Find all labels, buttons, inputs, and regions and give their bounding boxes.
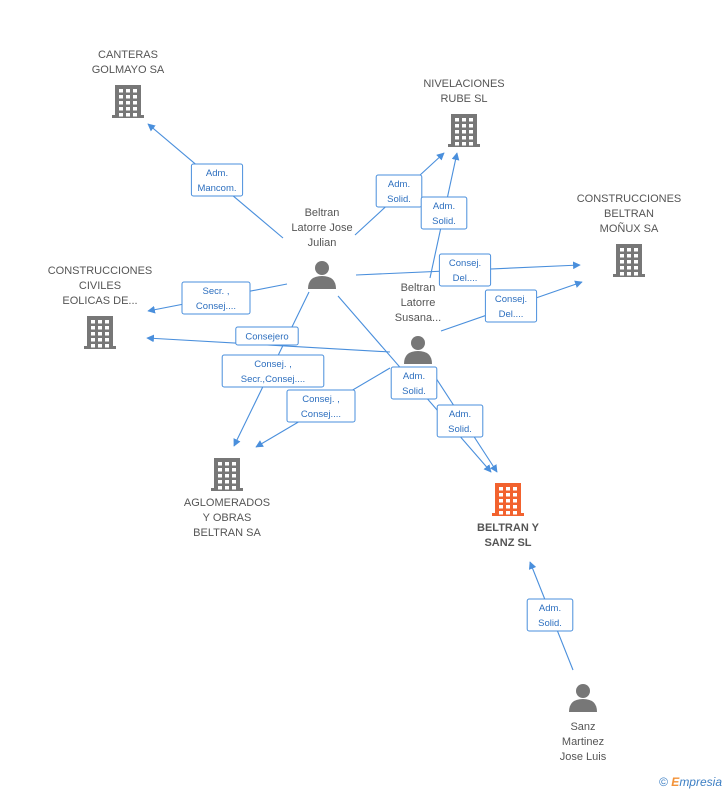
building-icon xyxy=(84,316,116,349)
building-icon xyxy=(448,114,480,147)
edge-label-box xyxy=(235,326,299,346)
edge-label-box xyxy=(436,404,484,438)
edge-label[interactable]: Adm. Solid. xyxy=(420,196,468,230)
node-label: BELTRAN xyxy=(604,208,654,220)
node-label: Susana... xyxy=(395,312,441,324)
edge-label[interactable]: Consej. Del.... xyxy=(484,289,538,323)
node-canteras[interactable]: CANTERAS GOLMAYO SA xyxy=(92,49,165,118)
building-icon xyxy=(613,244,645,277)
node-label: MOÑUX SA xyxy=(600,222,659,235)
edge-label-box xyxy=(286,389,356,423)
edge-label[interactable]: Consej. , Secr.,Consej.... xyxy=(221,354,325,388)
edge-label[interactable]: Consejero xyxy=(235,326,299,346)
node-label: CIVILES xyxy=(79,280,121,292)
edge-label-box xyxy=(190,163,244,197)
node-label: Beltran xyxy=(401,282,436,294)
edge-label[interactable]: Adm. Mancom. xyxy=(190,163,244,197)
edge-label-text: Consej. xyxy=(449,258,481,269)
edge-label-box xyxy=(375,174,423,208)
node-label: Julian xyxy=(308,237,337,249)
edge-label-text: Mancom. xyxy=(197,183,236,194)
person-icon xyxy=(569,684,597,712)
edge-label-text: Solid. xyxy=(432,216,456,227)
brand-initial: E xyxy=(671,775,680,789)
edge-label[interactable]: Adm. Solid. xyxy=(436,404,484,438)
edge-label-text: Secr. , xyxy=(203,286,230,297)
node-construcciones_civiles[interactable]: CONSTRUCCIONES CIVILES EOLICAS DE... xyxy=(48,265,153,349)
node-label: EOLICAS DE... xyxy=(62,295,137,307)
edge-label-text: Del.... xyxy=(453,273,478,284)
edge-label-text: Consej.... xyxy=(301,409,341,420)
building-icon xyxy=(112,85,144,118)
node-label: BELTRAN Y xyxy=(477,522,540,534)
edge-label-text: Solid. xyxy=(538,618,562,629)
node-label: BELTRAN SA xyxy=(193,527,261,539)
edges-layer xyxy=(146,123,583,671)
edge-label-text: Adm. xyxy=(388,179,410,190)
edge-label[interactable]: Consej. Del.... xyxy=(438,253,492,287)
person-icon xyxy=(404,336,432,364)
edge-label[interactable]: Secr. , Consej.... xyxy=(181,281,251,315)
edge-label-box xyxy=(221,354,325,388)
node-label: CONSTRUCCIONES xyxy=(48,265,153,277)
edge-label-text: Solid. xyxy=(387,194,411,205)
node-aglomerados[interactable]: AGLOMERADOS Y OBRAS BELTRAN SA xyxy=(184,458,270,539)
node-label: Latorre xyxy=(401,297,436,309)
node-label: Latorre Jose xyxy=(291,222,352,234)
edge-label-text: Adm. xyxy=(539,603,561,614)
node-label: Sanz xyxy=(570,721,595,733)
edge-label-text: Solid. xyxy=(402,386,426,397)
edge-label-box xyxy=(390,366,438,400)
edge-label-text: Consej.... xyxy=(196,301,236,312)
node-susana[interactable]: BeltranLatorreSusana... xyxy=(395,282,441,364)
node-construcciones_beltran[interactable]: CONSTRUCCIONES BELTRAN MOÑUX SA xyxy=(577,193,682,277)
edge-label-text: Del.... xyxy=(499,309,524,320)
edge-label-box xyxy=(420,196,468,230)
node-label: Martinez xyxy=(562,736,604,748)
node-beltran_y_sanz[interactable]: BELTRAN Y SANZ SL xyxy=(477,483,540,549)
edge-label-box xyxy=(438,253,492,287)
edge-label-box xyxy=(526,598,574,632)
node-label: CANTERAS xyxy=(98,49,158,61)
node-label: CONSTRUCCIONES xyxy=(577,193,682,205)
copyright-footer: © Empresia xyxy=(659,775,722,789)
edge-label[interactable]: Consej. , Consej.... xyxy=(286,389,356,423)
building-icon xyxy=(211,458,243,491)
edge-label-box xyxy=(484,289,538,323)
node-label: GOLMAYO SA xyxy=(92,64,165,76)
edge-label-text: Adm. xyxy=(403,371,425,382)
node-label: RUBE SL xyxy=(440,93,487,105)
nodes-layer: CANTERAS GOLMAYO SA NIVELACIONES RUBE SL CON… xyxy=(48,49,682,763)
node-label: NIVELACIONES xyxy=(423,78,504,90)
edge-label-text: Adm. xyxy=(449,409,471,420)
edge-label[interactable]: Adm. Solid. xyxy=(375,174,423,208)
node-label: Beltran xyxy=(305,207,340,219)
edge-label-box xyxy=(181,281,251,315)
building-icon xyxy=(492,483,524,516)
edge-label-text: Consej. xyxy=(495,294,527,305)
person-icon xyxy=(308,261,336,289)
edge-label-text: Adm. xyxy=(433,201,455,212)
edge-label-text: Consejero xyxy=(245,332,288,343)
node-nivelaciones[interactable]: NIVELACIONES RUBE SL xyxy=(423,78,505,147)
edge-labels-layer: Adm. Mancom. Adm. Solid. Adm. Solid. Consej. De… xyxy=(181,163,574,632)
copyright-symbol: © xyxy=(659,775,668,789)
edge-label-text: Consej. , xyxy=(254,359,292,370)
node-label: SANZ SL xyxy=(484,537,531,549)
edge-label-text: Consej. , xyxy=(302,394,340,405)
node-label: Y OBRAS xyxy=(203,512,252,524)
node-label: AGLOMERADOS xyxy=(184,497,270,509)
edge-label-text: Adm. xyxy=(206,168,228,179)
edge-label-text: Solid. xyxy=(448,424,472,435)
brand-name: mpresia xyxy=(679,775,722,789)
edge-label[interactable]: Adm. Solid. xyxy=(526,598,574,632)
node-label: Jose Luis xyxy=(560,751,607,763)
edge-label[interactable]: Adm. Solid. xyxy=(390,366,438,400)
edge-label-text: Secr.,Consej.... xyxy=(241,374,305,385)
